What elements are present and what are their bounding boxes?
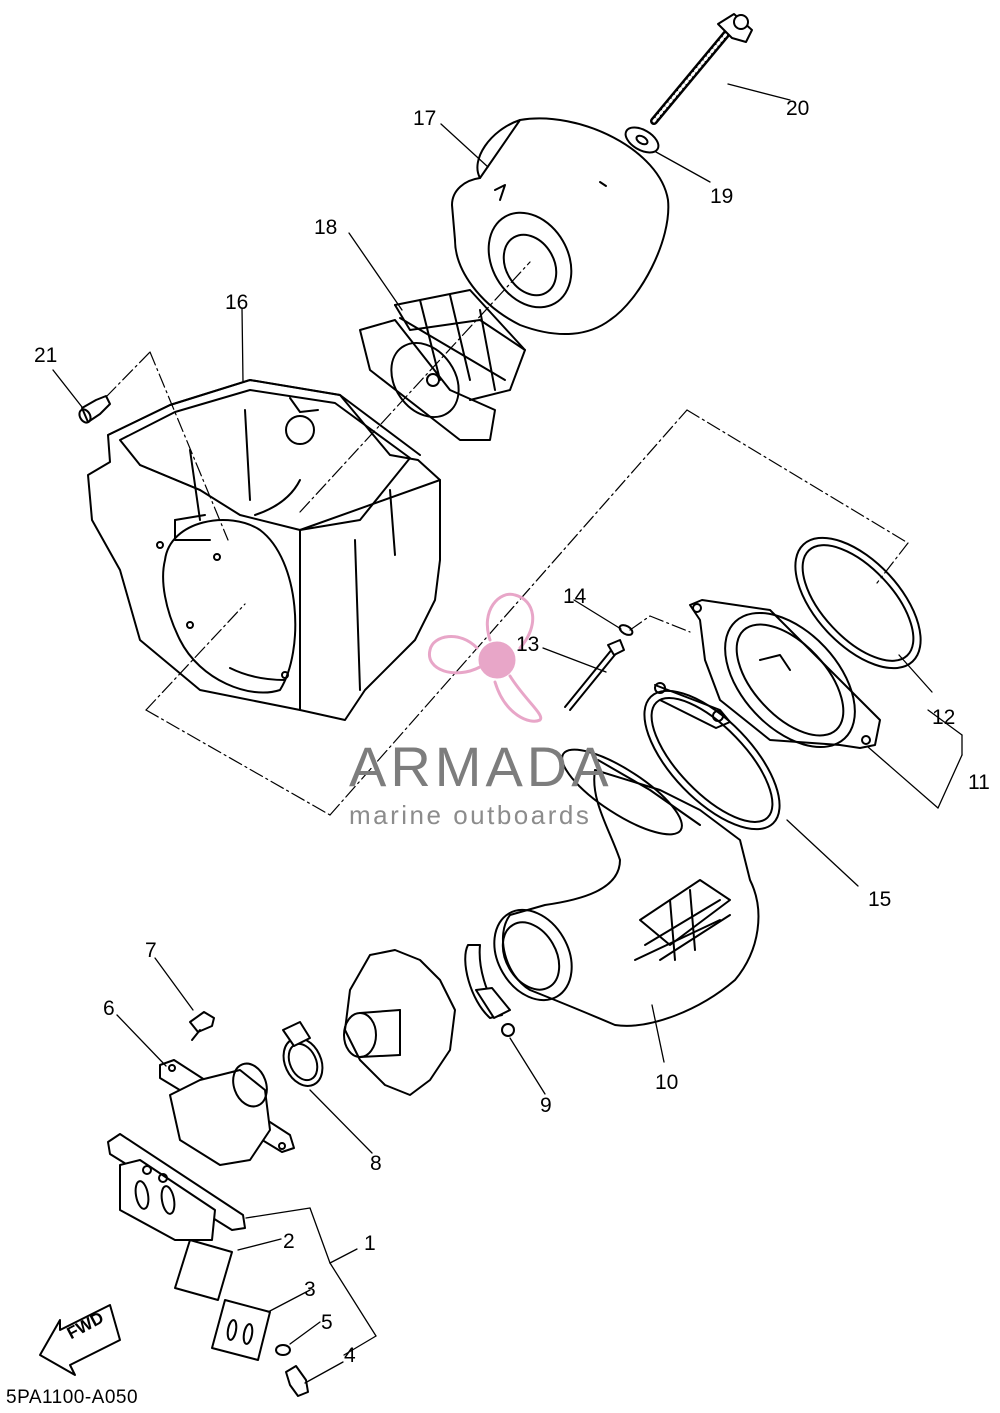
part-11-joint <box>689 599 881 749</box>
part-17-filter-element <box>451 117 670 336</box>
callout-4: 4 <box>344 1344 356 1367</box>
part-15-clamp <box>643 682 781 831</box>
callout-9: 9 <box>540 1094 552 1117</box>
callout-8: 8 <box>370 1152 382 1175</box>
part-5-washer <box>275 1344 291 1356</box>
callout-12: 12 <box>932 706 956 729</box>
part-20-screw <box>650 13 753 125</box>
callout-11: 11 <box>968 771 990 794</box>
watermark-brand: ARMADA <box>349 735 613 798</box>
diagram-code: 5PA1100-A050 <box>6 1387 139 1408</box>
watermark-logo <box>428 592 543 723</box>
part-14-washer <box>618 624 634 636</box>
part-silencer-sponge <box>343 949 456 1096</box>
part-6-carb-joint <box>159 1059 295 1166</box>
callout-18: 18 <box>314 216 338 239</box>
part-21-bolt <box>78 395 111 424</box>
part-12-gasket <box>794 536 922 670</box>
callout-2: 2 <box>283 1230 295 1253</box>
callout-21: 21 <box>34 344 58 367</box>
callout-20: 20 <box>786 97 810 120</box>
callout-17: 17 <box>413 107 437 130</box>
callout-3: 3 <box>304 1278 316 1301</box>
callout-13: 13 <box>516 633 540 656</box>
callout-14: 14 <box>563 585 587 608</box>
leader-lines <box>52 83 963 1384</box>
callout-10: 10 <box>655 1071 679 1094</box>
part-7-bolt <box>189 1011 215 1041</box>
part-18-filter-guide <box>359 289 526 441</box>
part-10-intake-elbow <box>493 748 760 1027</box>
part-16-air-box <box>87 379 441 721</box>
part-8-hose-clamp <box>282 1021 324 1087</box>
callout-16: 16 <box>225 291 249 314</box>
part-13-pin <box>564 639 625 711</box>
part-4-screw <box>285 1365 309 1397</box>
part-2-reed-plate <box>174 1239 233 1301</box>
callout-19: 19 <box>710 185 734 208</box>
part-9-clamp <box>464 944 515 1037</box>
part-1-reed-valve <box>107 1133 246 1241</box>
callout-5: 5 <box>321 1311 333 1334</box>
callout-6: 6 <box>103 997 115 1020</box>
watermark-tagline: marine outboards <box>349 800 592 830</box>
fwd-arrow <box>39 1304 121 1376</box>
center-lines <box>105 261 909 816</box>
part-19-washer <box>624 126 660 154</box>
part-3-stopper <box>211 1299 271 1361</box>
callout-7: 7 <box>145 939 157 962</box>
callout-1: 1 <box>364 1232 376 1255</box>
callout-15: 15 <box>868 888 892 911</box>
